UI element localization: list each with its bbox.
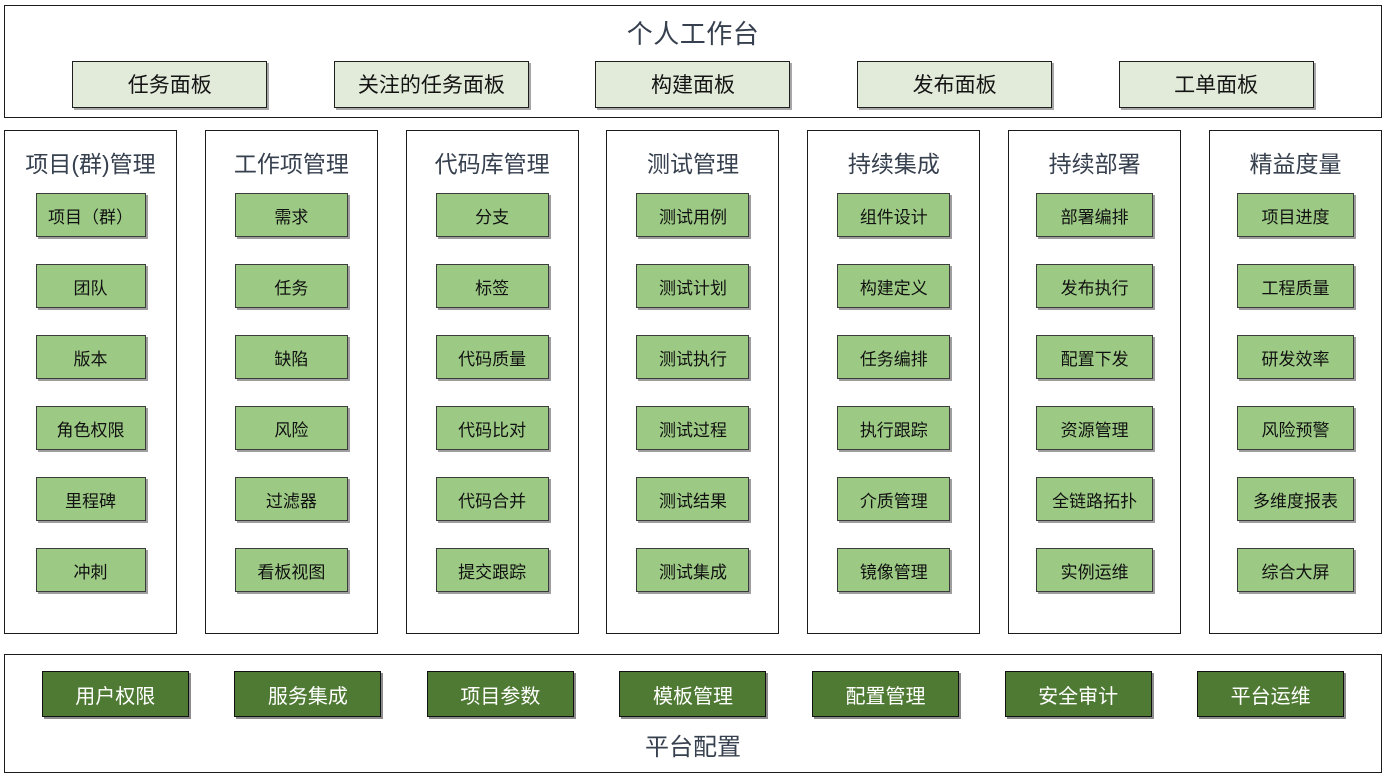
column-item-list: 项目（群） 团队版本角色权限里程碑冲刺 (5, 193, 176, 619)
platform-config-button[interactable]: 服务集成 (234, 671, 382, 717)
capability-column: 代码库管理分支标签代码质量代码比对代码合并提交跟踪 (405, 130, 579, 634)
column-item-button[interactable]: 风险预警 (1236, 406, 1354, 450)
platform-config-button[interactable]: 平台运维 (1197, 671, 1345, 717)
capability-column: 精益度量项目进度工程质量研发效率风险预警多维度报表综合大屏 (1208, 130, 1382, 634)
column-item-button[interactable]: 任务编排 (837, 335, 951, 379)
column-item-button[interactable]: 工程质量 (1236, 264, 1354, 308)
column-item-button[interactable]: 测试结果 (636, 477, 750, 521)
workbench-panel-button[interactable]: 工单面板 (1118, 60, 1314, 108)
capability-column: 项目(群)管理项目（群） 团队版本角色权限里程碑冲刺 (4, 130, 177, 634)
column-item-button[interactable]: 构建定义 (837, 264, 951, 308)
capability-column: 持续集成组件设计构建定义任务编排执行跟踪介质管理镜像管理 (807, 130, 981, 634)
column-item-button[interactable]: 发布执行 (1036, 264, 1154, 308)
platform-config-button[interactable]: 安全审计 (1004, 671, 1152, 717)
platform-config-button[interactable]: 用户权限 (41, 671, 189, 717)
column-item-button[interactable]: 提交跟踪 (435, 548, 549, 592)
column-item-list: 项目进度工程质量研发效率风险预警多维度报表综合大屏 (1210, 193, 1381, 619)
column-item-button[interactable]: 实例运维 (1036, 548, 1154, 592)
column-item-button[interactable]: 部署编排 (1036, 193, 1154, 237)
column-item-button[interactable]: 看板视图 (234, 548, 348, 592)
column-item-button[interactable]: 标签 (435, 264, 549, 308)
column-item-button[interactable]: 需求 (234, 193, 348, 237)
column-item-list: 测试用例测试计划测试执行测试过程测试结果测试集成 (607, 193, 778, 619)
column-item-button[interactable]: 执行跟踪 (837, 406, 951, 450)
column-item-button[interactable]: 过滤器 (234, 477, 348, 521)
column-title: 工作项管理 (233, 151, 349, 177)
column-item-button[interactable]: 组件设计 (837, 193, 951, 237)
column-item-button[interactable]: 版本 (35, 335, 146, 379)
column-item-button[interactable]: 缺陷 (234, 335, 348, 379)
workbench-panel-button[interactable]: 发布面板 (857, 60, 1053, 108)
capability-column: 持续部署部署编排发布执行配置下发资源管理全链路拓扑实例运维 (1008, 130, 1182, 634)
column-item-button[interactable]: 介质管理 (837, 477, 951, 521)
column-title: 测试管理 (646, 151, 739, 177)
platform-button-row: 用户权限服务集成项目参数模板管理配置管理安全审计平台运维 (5, 669, 1381, 719)
column-item-list: 需求任务缺陷风险过滤器看板视图 (206, 193, 377, 619)
column-item-button[interactable]: 项目（群） (35, 193, 146, 237)
platform-config-button[interactable]: 配置管理 (812, 671, 960, 717)
column-item-button[interactable]: 测试计划 (636, 264, 750, 308)
column-item-list: 部署编排发布执行配置下发资源管理全链路拓扑实例运维 (1009, 193, 1180, 619)
column-item-button[interactable]: 测试用例 (636, 193, 750, 237)
column-item-list: 组件设计构建定义任务编排执行跟踪介质管理镜像管理 (808, 193, 979, 619)
workbench-title: 个人工作台 (626, 19, 760, 49)
capability-column: 工作项管理需求任务缺陷风险过滤器看板视图 (204, 130, 378, 634)
workbench-panel-button[interactable]: 关注的任务面板 (333, 60, 529, 108)
column-item-button[interactable]: 测试执行 (636, 335, 750, 379)
column-item-button[interactable]: 镜像管理 (837, 548, 951, 592)
workbench-panel-button[interactable]: 任务面板 (72, 60, 268, 108)
platform-config-button[interactable]: 项目参数 (426, 671, 574, 717)
column-item-button[interactable]: 团队 (35, 264, 146, 308)
column-item-button[interactable]: 配置下发 (1036, 335, 1154, 379)
column-item-button[interactable]: 代码质量 (435, 335, 549, 379)
column-item-button[interactable]: 资源管理 (1036, 406, 1154, 450)
column-item-button[interactable]: 综合大屏 (1236, 548, 1354, 592)
column-item-button[interactable]: 多维度报表 (1236, 477, 1354, 521)
column-title: 持续集成 (847, 151, 940, 177)
column-title: 精益度量 (1249, 151, 1342, 177)
column-item-button[interactable]: 分支 (435, 193, 549, 237)
platform-config-panel: 用户权限服务集成项目参数模板管理配置管理安全审计平台运维 平台配置 (4, 654, 1382, 773)
column-item-button[interactable]: 任务 (234, 264, 348, 308)
column-item-list: 分支标签代码质量代码比对代码合并提交跟踪 (407, 193, 578, 619)
column-item-button[interactable]: 代码比对 (435, 406, 549, 450)
column-item-button[interactable]: 冲刺 (35, 548, 146, 592)
column-item-button[interactable]: 代码合并 (435, 477, 549, 521)
column-item-button[interactable]: 全链路拓扑 (1036, 477, 1154, 521)
column-title: 持续部署 (1048, 151, 1141, 177)
workbench-button-row: 任务面板 关注的任务面板 构建面板 发布面板 工单面板 (5, 60, 1381, 108)
column-item-button[interactable]: 风险 (234, 406, 348, 450)
column-item-button[interactable]: 项目进度 (1236, 193, 1354, 237)
column-item-button[interactable]: 研发效率 (1236, 335, 1354, 379)
workbench-panel: 个人工作台 任务面板 关注的任务面板 构建面板 发布面板 工单面板 (4, 5, 1382, 118)
platform-config-button[interactable]: 模板管理 (619, 671, 767, 717)
column-title: 项目(群)管理 (25, 151, 156, 177)
column-item-button[interactable]: 里程碑 (35, 477, 146, 521)
platform-config-title: 平台配置 (645, 734, 741, 761)
column-item-button[interactable]: 测试过程 (636, 406, 750, 450)
column-item-button[interactable]: 测试集成 (636, 548, 750, 592)
capability-columns: 项目(群)管理项目（群） 团队版本角色权限里程碑冲刺 工作项管理需求任务缺陷风险过滤… (4, 130, 1382, 634)
capability-column: 测试管理测试用例测试计划测试执行测试过程测试结果测试集成 (606, 130, 780, 634)
workbench-panel-button[interactable]: 构建面板 (595, 60, 791, 108)
column-item-button[interactable]: 角色权限 (35, 406, 146, 450)
column-title: 代码库管理 (434, 151, 550, 177)
